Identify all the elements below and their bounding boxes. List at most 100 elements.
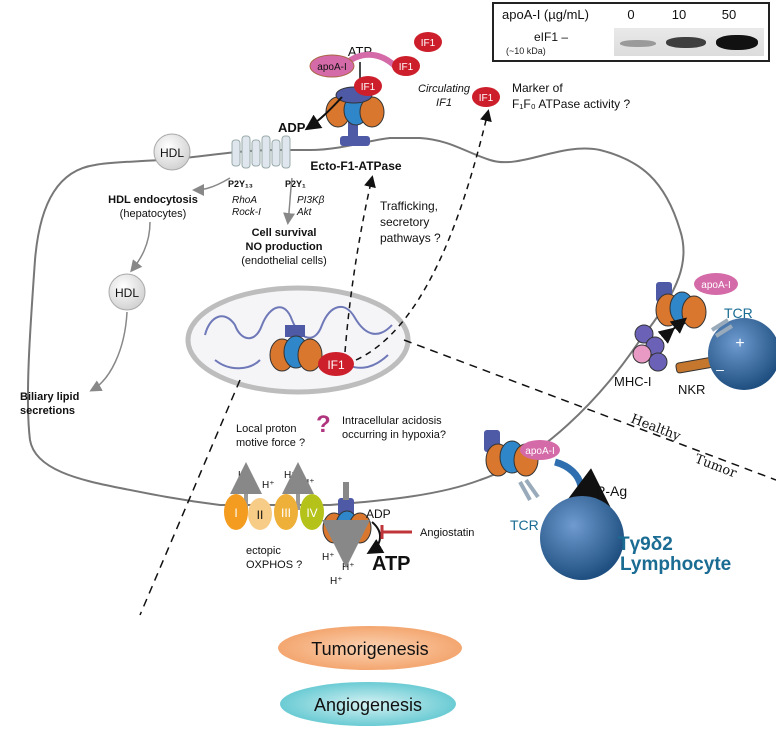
ecto-f1-atpase (325, 86, 385, 146)
endothelial-label: (endothelial cells) (241, 255, 327, 267)
blot-protein-label: eIF1 – (534, 30, 569, 44)
healthy-label: Healthy (629, 412, 683, 445)
adp-to-atp-arrow (366, 521, 385, 555)
if1-bound (354, 76, 382, 96)
blot-lane-50: 50 (721, 7, 737, 22)
angiogenesis-oval (280, 682, 456, 726)
apoa-tumor-label: apoA-I (525, 446, 554, 457)
svg-text:H⁺: H⁺ (302, 478, 315, 489)
if1-bound-label: IF1 (361, 82, 376, 93)
trafficking-label-2: secretory (380, 215, 429, 229)
hdl-particle-outside (153, 133, 191, 171)
hdl-endocytosis-label: HDL endocytosis (108, 194, 198, 206)
cell-survival-label: Cell survival (252, 227, 317, 239)
bottom-atp-label: ATP (372, 553, 411, 575)
svg-text:H⁺: H⁺ (330, 576, 343, 587)
biliary-label-2: secretions (20, 405, 75, 417)
hdl-particle-inside (108, 273, 146, 311)
arrow-to-adp (304, 96, 343, 131)
hdl-label-outside: HDL (160, 146, 184, 160)
oxphos-complexes (224, 494, 324, 530)
lymphocyte-label-2: Lymphocyte (620, 554, 731, 575)
lymphocyte-label-1: Tγ9δ2 (618, 534, 673, 555)
no-production-label: NO production (246, 241, 323, 253)
tcr-healthy (710, 318, 734, 338)
svg-text:H⁺: H⁺ (262, 480, 275, 491)
bottom-adp-label: ADP (366, 507, 391, 521)
blot-lane-10: 10 (671, 7, 687, 22)
ecto-f1-label: Ecto-F1-ATPase (310, 159, 401, 173)
akt-label: Akt (296, 207, 313, 218)
marker-label-2: F₁F₀ ATPase activity ? (512, 97, 630, 111)
tcr-tumor-label: TCR (510, 517, 539, 533)
blot-title: apoA-I (µg/mL) (502, 7, 589, 22)
angiogenesis-label: Angiogenesis (314, 695, 422, 715)
p2y13-label: P2Y₁₃ (228, 179, 253, 189)
hdl-label-inside: HDL (115, 286, 139, 300)
angiostatin-label: Angiostatin (420, 527, 474, 539)
motive-force-label: motive force ? (236, 437, 305, 449)
if1-mito (318, 352, 354, 376)
complex-i-label: I (234, 506, 237, 520)
apoa-right-label: apoA-I (701, 280, 730, 291)
trafficking-label-1: Trafficking, (380, 199, 438, 213)
complex-iv-label: IV (306, 506, 317, 520)
blot-kda-label: (~10 kDa) (506, 46, 546, 56)
dashed-arrow-to-ecto (344, 175, 376, 353)
circulating-label: Circulating (418, 83, 471, 95)
rock-label: Rock-I (232, 207, 261, 218)
pag-label: P-Ag (596, 483, 627, 499)
mhc-i-complex (632, 324, 668, 372)
adp-top-label: ADP (278, 120, 306, 135)
tumorigenesis-label: Tumorigenesis (311, 639, 428, 659)
arrow-to-biliary (89, 311, 128, 392)
apoa-top (309, 54, 355, 78)
blot-band-0 (620, 40, 656, 47)
mhc-synthase-arrow (657, 317, 688, 344)
apoa-right (694, 273, 738, 295)
local-proton-label: Local proton (236, 423, 297, 435)
blot-band-10 (666, 37, 706, 48)
tumor-label: Tumor (693, 452, 740, 482)
if1-mito-label: IF1 (327, 358, 345, 372)
arrow-to-hdl-inside (130, 221, 151, 273)
left-divider (139, 379, 241, 616)
if1-marker-label: IF1 (479, 93, 494, 104)
tcr-tumor (518, 478, 540, 501)
complex-ii-label: II (257, 508, 264, 522)
marker-label-1: Marker of (512, 81, 563, 95)
healthy-tumor-divider (403, 339, 776, 481)
trafficking-label-3: pathways ? (380, 231, 441, 245)
western-blot-inset: apoA-I (µg/mL) 0 10 50 eIF1 – (~10 kDa) (492, 2, 770, 62)
if1-marker (472, 87, 500, 107)
mhc-label: MHC-I (614, 374, 652, 389)
p2y1-label: P2Y₁ (285, 179, 306, 189)
arrow-to-survival (283, 177, 296, 225)
nkr-label: NKR (678, 382, 705, 397)
apoa-tumor (520, 440, 560, 460)
if1-free (414, 32, 442, 52)
hepatocytes-label: (hepatocytes) (120, 208, 187, 220)
svg-text:H⁺: H⁺ (322, 552, 335, 563)
ectopic-label: ectopic (246, 545, 281, 557)
svg-text:H⁺: H⁺ (284, 470, 297, 481)
circulating-if1-label: IF1 (436, 97, 452, 109)
if1-released-label: IF1 (399, 62, 414, 73)
mito-cristae-upper (204, 306, 393, 340)
lymphocyte-healthy (708, 318, 776, 390)
mito-atp-synthase (269, 325, 323, 372)
acidosis-label-2: occurring in hypoxia? (342, 429, 446, 441)
pi3k-label: PI3Kβ (297, 195, 325, 206)
lymphocyte-tumor (540, 496, 624, 580)
tumorigenesis-oval (278, 626, 462, 670)
dashed-arrow-to-marker (355, 109, 492, 361)
acidosis-label-1: Intracellular acidosis (342, 415, 442, 427)
if1-free-label: IF1 (421, 38, 436, 49)
rhoa-label: RhoA (232, 195, 257, 206)
if1-released (392, 56, 420, 76)
complex-iii-label: III (281, 506, 291, 520)
apoa-top-label: apoA-I (317, 62, 346, 73)
question-mark: ? (316, 411, 331, 438)
p2y-receptors (231, 135, 291, 169)
